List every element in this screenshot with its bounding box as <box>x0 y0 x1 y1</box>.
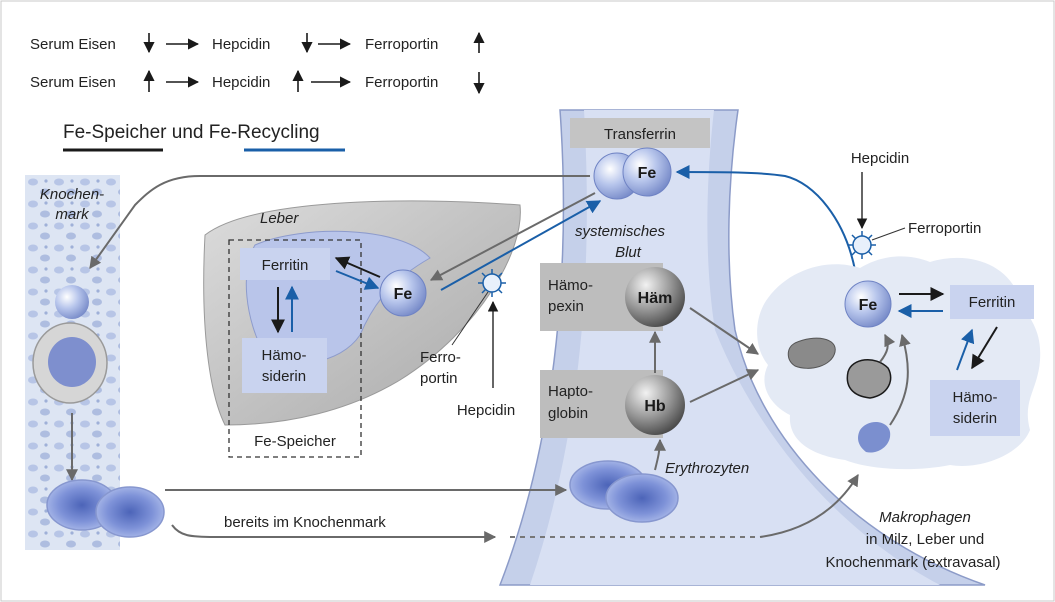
macrophage-location-2: Knochenmark (extravasal) <box>825 554 1000 571</box>
fe-storage-label: Fe-Speicher <box>254 433 336 450</box>
bone-marrow-transferrin <box>55 285 89 319</box>
legend-ferroportin-2: Ferroportin <box>365 74 438 91</box>
legend-serum-iron-2: Serum Eisen <box>30 74 116 91</box>
macrophage-ferroportin-label: Ferroportin <box>908 220 981 237</box>
hb-label: Hb <box>644 398 666 415</box>
legend-hepcidin-1: Hepcidin <box>212 36 270 53</box>
liver-hepcidin-label: Hepcidin <box>457 402 515 419</box>
macrophage-fe-label: Fe <box>859 297 878 314</box>
erythrocytes-label: Erythrozyten <box>665 460 749 477</box>
liver: Leber Ferritin Hämo-siderin Fe-Speicher … <box>204 201 521 457</box>
macro-ferroportin-pointer <box>872 228 905 240</box>
macrophage-ferritin-label: Ferritin <box>969 294 1016 311</box>
legend-title: Fe-Speicher und Fe-Recycling <box>63 122 320 143</box>
liver-ferritin-label: Ferritin <box>262 257 309 274</box>
legend-serum-iron-1: Serum Eisen <box>30 36 116 53</box>
phagosome <box>847 360 890 398</box>
red-blood-cell <box>96 487 164 537</box>
transferrin-fe-label: Fe <box>638 165 657 182</box>
liver-fe-label: Fe <box>394 286 413 303</box>
macrophage-ferroportin-icon <box>848 231 876 259</box>
macrophage-title: Makrophagen <box>879 509 971 526</box>
legend: Serum Eisen Hepcidin Ferroportin Serum E… <box>30 33 479 150</box>
already-in-marrow-label: bereits im Knochenmark <box>224 514 386 531</box>
macrophage-hepcidin-label: Hepcidin <box>851 150 909 167</box>
legend-hepcidin-2: Hepcidin <box>212 74 270 91</box>
vessel-red-blood-cell <box>606 474 678 522</box>
liver-label: Leber <box>260 210 299 227</box>
bone-marrow: Knochen-mark <box>25 175 164 550</box>
macrophage-location: in Milz, Leber und <box>866 531 984 548</box>
legend-ferroportin-1: Ferroportin <box>365 36 438 53</box>
transferrin-label: Transferrin <box>604 126 676 143</box>
haem-label: Häm <box>638 290 673 307</box>
liver-ferroportin-label: Ferro-portin <box>420 349 461 387</box>
liver-ferroportin-icon <box>478 269 506 297</box>
erythroblast-nucleus <box>48 337 96 387</box>
